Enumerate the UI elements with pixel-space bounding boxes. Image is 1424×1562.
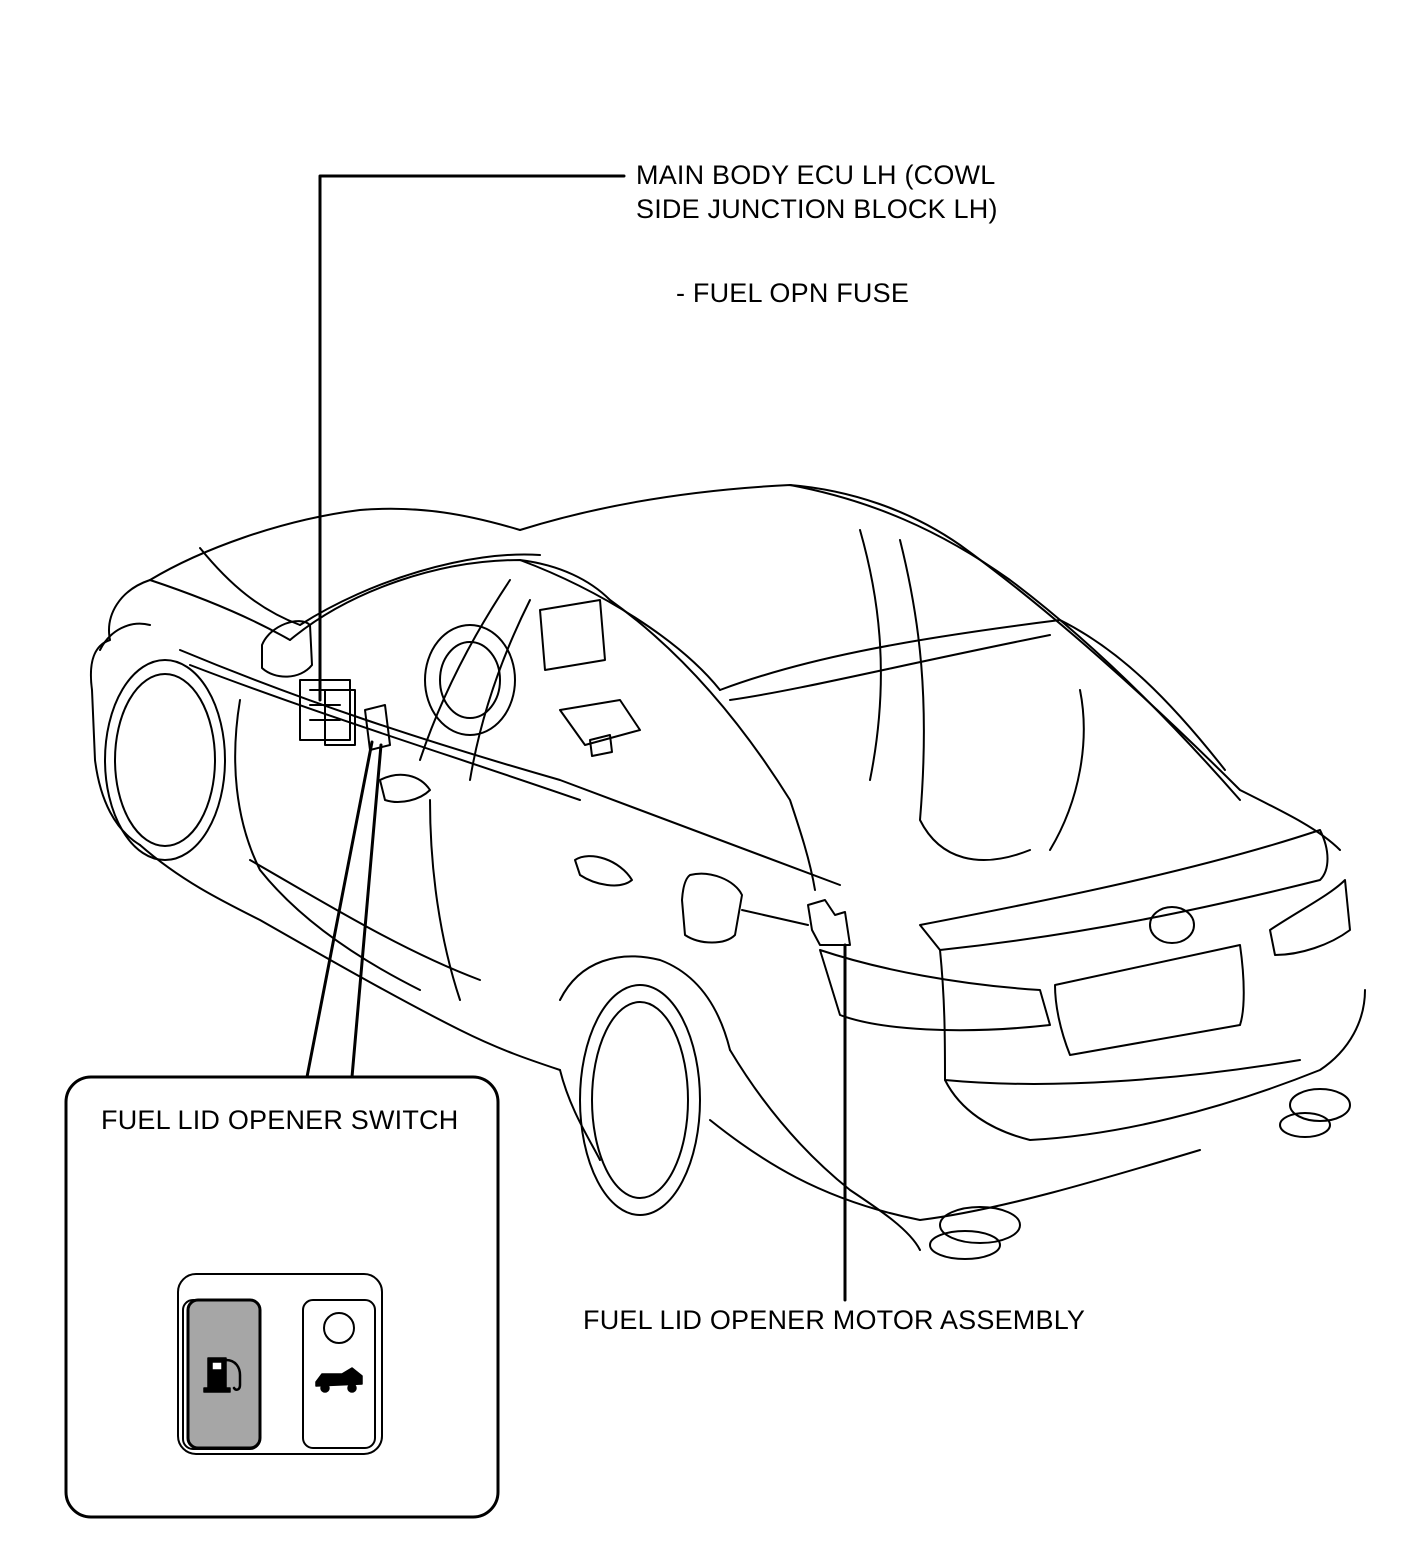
ecu-leader-line <box>318 174 626 702</box>
motor-assembly-label: FUEL LID OPENER MOTOR ASSEMBLY <box>583 1305 1086 1335</box>
switch-inset-box <box>64 1075 500 1519</box>
fuel-pump-icon <box>203 1357 242 1393</box>
switch-leader-line-left <box>305 740 374 1079</box>
fuse-label: - FUEL OPN FUSE <box>676 278 910 308</box>
leader-lines <box>305 174 847 1302</box>
ecu-label-line1: MAIN BODY ECU LH (COWL <box>636 160 996 190</box>
switch-leader-line-right <box>350 743 383 1079</box>
car-trunk-icon <box>315 1367 363 1393</box>
indicator-lamp-icon <box>323 1312 355 1344</box>
ecu-label-line2: SIDE JUNCTION BLOCK LH) <box>636 194 998 224</box>
ecu-label: MAIN BODY ECU LH (COWL SIDE JUNCTION BLO… <box>636 158 998 226</box>
trunk-button <box>302 1299 376 1449</box>
fuel-lid-opener-switch-panel <box>177 1273 383 1455</box>
car-illustration <box>90 484 1366 1260</box>
switch-label: FUEL LID OPENER SWITCH <box>101 1105 459 1135</box>
